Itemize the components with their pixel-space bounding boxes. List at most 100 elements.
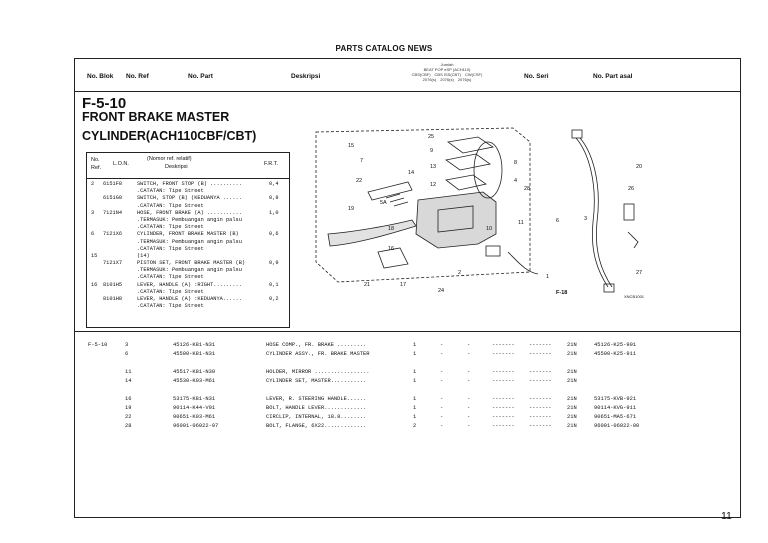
callout-25: 25 [428, 134, 434, 140]
part-serial-2: ------- [529, 378, 552, 384]
part-serial-1: ------- [492, 423, 515, 429]
catalog-title: PARTS CATALOG NEWS [335, 44, 433, 53]
page-number: 11 [721, 510, 732, 522]
section-title: FRONT BRAKE MASTER [82, 110, 230, 124]
part-ref: 28 [125, 423, 132, 429]
jumlah-year: 2076(s) [440, 77, 454, 82]
part-code: 21N [567, 414, 577, 420]
callout-7: 7 [360, 158, 363, 164]
part-qty-2: - [440, 396, 444, 402]
part-code: 21N [567, 423, 577, 429]
callout-19: 19 [348, 206, 354, 212]
reservoir-cap-shape [446, 136, 495, 154]
callout-27: 27 [636, 270, 642, 276]
master-cylinder-window [437, 205, 474, 233]
ref-table-row: .TERMASUK: Pembuangan angin palsu [87, 267, 289, 274]
part-original: 96001-06022-00 [594, 423, 640, 429]
part-serial-1: ------- [492, 378, 515, 384]
ref-table-row: .CATATAN: Tipe Street [87, 274, 289, 281]
part-qty-1: 1 [413, 396, 417, 402]
ref-table-row: .CATATAN: Tipe Street [87, 246, 289, 253]
part-ref: 19 [125, 405, 132, 411]
part-serial-1: ------- [492, 351, 515, 357]
ref-desc: SWITCH, STOP (B) (KEDUANYA ...... [137, 195, 242, 202]
ref-desc: LEVER, HANDLE (A) :RIGHT......... [137, 281, 242, 288]
part-serial-2: ------- [529, 423, 552, 429]
part-original: 90114-KVG-911 [594, 405, 637, 411]
jumlah-variants: CBS(CBF) CBS ISS(CBT) CW(CSF) [397, 72, 497, 77]
part-serial-1: ------- [492, 369, 515, 375]
callout-28: 28 [524, 186, 530, 192]
part-number: 53175-K81-N31 [173, 396, 216, 402]
callout-8: 8 [514, 160, 517, 166]
ref-desc: .CATATAN: Tipe Street [137, 288, 204, 295]
brake-lever-shape [327, 219, 417, 247]
part-blok: F-5-10 [88, 342, 108, 348]
part-code: 21N [567, 342, 577, 348]
part-serial-2: ------- [529, 396, 552, 402]
ref-col-desc: Deskripsi [165, 164, 188, 170]
part-serial-2: ------- [529, 414, 552, 420]
ref-no: 6 [91, 231, 95, 238]
ref-table-row: .CATATAN: Tipe Street [87, 224, 289, 231]
part-qty-1: 1 [413, 414, 417, 420]
part-desc: CYLINDER ASSY., FR. BRAKE MASTER [266, 351, 370, 357]
part-qty-3: - [467, 351, 471, 357]
ref-desc: HOSE, FRONT BRAKE (A) ........... [137, 209, 242, 216]
ref-no: 2 [91, 181, 95, 187]
ref-desc: .CATATAN: Tipe Street [137, 224, 204, 231]
exploded-parts-diagram: 15 7 22 19 5A 18 16 21 10 2 17 24 25 9 1… [315, 127, 645, 299]
part-qty-3: - [467, 423, 471, 429]
part-qty-3: - [467, 396, 471, 402]
header-deskripsi: Deskripsi [291, 73, 321, 80]
ref-desc: .CATATAN: Tipe Street [137, 303, 204, 310]
part-serial-1: ------- [492, 405, 515, 411]
ref-col-ref: Ref. [91, 165, 102, 171]
part-qty-2: - [440, 414, 444, 420]
brake-hose-line [575, 137, 609, 288]
part-number: 45126-K81-N31 [173, 342, 216, 348]
ref-no: 3 [91, 209, 95, 216]
callout-12: 12 [430, 182, 436, 188]
ref-lon: 7121X6 [103, 231, 123, 238]
part-qty-2: - [440, 342, 444, 348]
callout-6: 6 [556, 218, 559, 224]
part-number: 45517-K81-N30 [173, 369, 216, 375]
master-cylinder-body [415, 191, 497, 249]
ref-col-lon: L.O.N. [113, 161, 129, 167]
jumlah-model: BEAT POP eSP (ACH110) [423, 67, 471, 72]
part-qty-3: - [467, 414, 471, 420]
callout-13: 13 [430, 164, 436, 170]
ref-lon: 7121N4 [103, 209, 123, 216]
diaphragm-shape [445, 153, 491, 171]
callout-16: 16 [388, 246, 394, 252]
part-qty-1: 1 [413, 378, 417, 384]
part-desc: HOSE COMP., FR. BRAKE ......... [266, 342, 367, 348]
part-qty-1: 2 [413, 423, 417, 429]
header-no-seri: No. Seri [524, 73, 549, 80]
header-no-part: No. Part [188, 73, 213, 80]
mirror-holder-shape [377, 247, 409, 269]
ref-table-row: 15(14) [87, 253, 289, 260]
ref-col-desc-note: (Nomor ref. relatif) [147, 156, 192, 162]
jumlah-variant: CBS(CBF) [411, 72, 431, 77]
header-no-part-asal: No. Part asal [593, 73, 633, 80]
part-ref: 11 [125, 369, 132, 375]
section-divider [74, 331, 741, 332]
ref-frt: 0,8 [269, 195, 279, 202]
part-code: 21N [567, 378, 577, 384]
diagram-corner-code: XNCB1001 [624, 294, 645, 299]
part-original: 90651-MA5-671 [594, 414, 637, 420]
part-desc: LEVER, R. STEERING HANDLE...... [266, 396, 367, 402]
ref-frt: 0,9 [269, 260, 279, 267]
reference-table-header: No. Ref. L.O.N. (Nomor ref. relatif) Des… [87, 153, 289, 179]
